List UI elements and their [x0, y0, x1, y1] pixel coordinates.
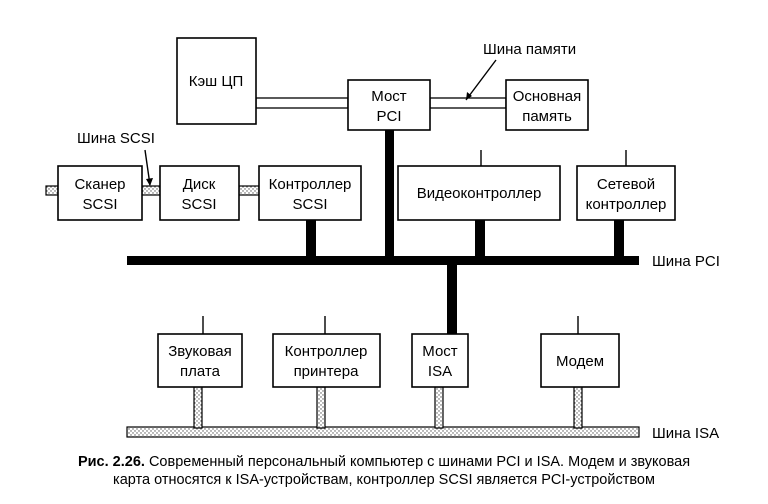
scsi-disk-label-2: SCSI: [181, 196, 216, 213]
scsi-bus-label: Шина SCSI: [77, 130, 155, 147]
figure-caption: Рис. 2.26. Современный персональный комп…: [0, 453, 768, 489]
isa-connectors: [193, 386, 583, 429]
caption-text-1: Современный персональный компьютер с шин…: [148, 454, 691, 470]
sound-card-box: [157, 333, 243, 388]
main-memory-label-1: Основная: [513, 88, 582, 105]
printer-controller-box: [272, 333, 381, 388]
pci-bridge-label-1: Мост: [371, 88, 407, 105]
printer-controller-label-2: принтера: [294, 363, 360, 380]
memory-bus-label: Шина памяти: [483, 41, 576, 58]
caption-line-2: карта относятся к ISA-устройствам, контр…: [113, 472, 655, 488]
isa-bus: [126, 426, 640, 438]
memory-bus-arrowhead: [466, 92, 472, 100]
sound-card-label-1: Звуковая: [168, 343, 232, 360]
video-controller-label: Видеоконтроллер: [417, 185, 542, 202]
scsi-scanner-box: [57, 165, 143, 221]
system-bus-diagram: Кэш ЦП Мост PCI Основная память Сканер S…: [45, 37, 720, 442]
modem-label: Модем: [556, 353, 604, 370]
sound-card-label-2: плата: [180, 363, 221, 380]
printer-controller-label-1: Контроллер: [285, 343, 368, 360]
connector-stubs: [202, 150, 627, 334]
caption-label: Рис. 2.26.: [77, 454, 145, 470]
network-controller-label-1: Сетевой: [597, 176, 655, 193]
main-memory-label-2: память: [522, 108, 572, 125]
isa-bridge-label-1: Мост: [422, 343, 458, 360]
network-controller-box: [576, 165, 676, 221]
pci-bus: [127, 256, 639, 265]
isa-bus-label: Шина ISA: [652, 425, 719, 442]
caption-line-1: Рис. 2.26. Современный персональный комп…: [0, 453, 768, 471]
scsi-controller-label-2: SCSI: [292, 196, 327, 213]
pci-bridge-label-2: PCI: [376, 108, 401, 125]
scsi-controller-box: [258, 165, 362, 221]
scsi-controller-label-1: Контроллер: [269, 176, 352, 193]
network-controller-label-2: контроллер: [586, 196, 667, 213]
scsi-scanner-label-2: SCSI: [82, 196, 117, 213]
cpu-cache-box: [176, 37, 257, 125]
pci-bus-label: Шина PCI: [652, 253, 720, 270]
modem-box: [540, 333, 620, 388]
pci-connectors: [306, 130, 624, 334]
isa-bridge-box: [411, 333, 469, 388]
scsi-disk-box: [159, 165, 240, 221]
main-memory-box: [505, 79, 589, 131]
video-controller-box: [397, 165, 561, 221]
scsi-disk-label-1: Диск: [183, 176, 216, 193]
pci-bridge-box: [347, 79, 431, 131]
scsi-bus-arrowhead: [146, 178, 153, 186]
cpu-cache-label: Кэш ЦП: [189, 73, 243, 90]
scsi-scanner-label-1: Сканер: [74, 176, 125, 193]
isa-bridge-label-2: ISA: [428, 363, 452, 380]
memory-bus-pointer: [465, 59, 497, 101]
